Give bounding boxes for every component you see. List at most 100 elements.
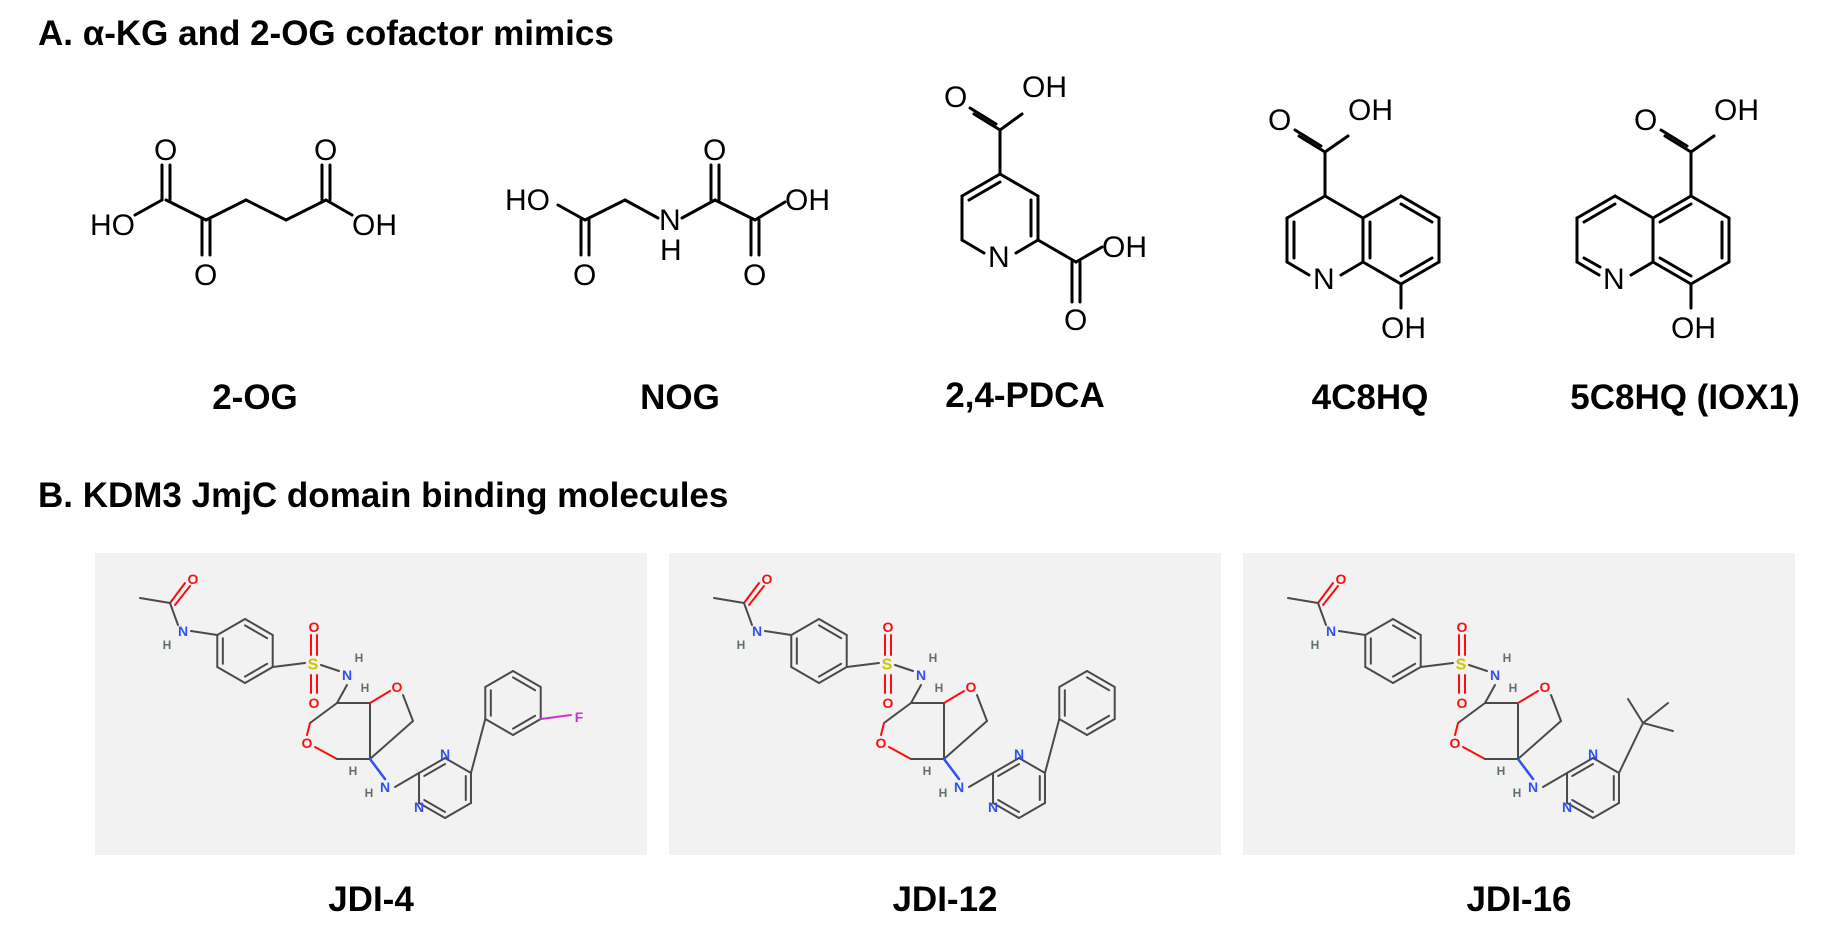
bond — [1392, 666, 1422, 684]
atom-label: H — [1513, 786, 1522, 800]
bond — [484, 718, 514, 736]
bond — [1419, 662, 1454, 668]
bond — [336, 684, 348, 704]
bond — [484, 670, 514, 688]
bond — [1571, 799, 1594, 813]
bond — [271, 662, 306, 668]
bond — [1392, 662, 1417, 678]
atom-label: N — [178, 623, 188, 639]
bond — [713, 597, 745, 604]
atom-label: O — [573, 259, 596, 292]
caption-2-4-pdca: 2,4-PDCA — [945, 376, 1105, 415]
atom-label: F — [575, 709, 584, 725]
bond — [1642, 702, 1669, 724]
atom-label: O — [1540, 679, 1551, 695]
bond — [369, 690, 391, 704]
bond — [1322, 585, 1339, 606]
atom-label: N — [1313, 263, 1335, 296]
bond — [1454, 722, 1459, 736]
bond — [139, 597, 171, 604]
atom-label: N — [380, 779, 390, 795]
atom-label: OH — [1022, 71, 1067, 104]
bond — [1592, 802, 1620, 819]
atom-label: O — [302, 735, 313, 751]
atom-label: O — [194, 259, 217, 292]
bond — [369, 720, 414, 760]
bond — [1517, 720, 1562, 760]
atom-label: N — [988, 799, 998, 815]
atom-label: N — [1326, 623, 1336, 639]
bond — [1517, 690, 1539, 704]
atom-label: O — [883, 619, 894, 635]
bond — [1392, 624, 1417, 640]
atom-label: S — [882, 657, 893, 674]
bond — [1058, 718, 1088, 736]
bond — [1462, 746, 1486, 760]
atom-label: N — [1603, 263, 1625, 296]
bond — [418, 802, 446, 819]
bond — [539, 714, 572, 720]
atom-label: N — [342, 667, 352, 683]
bond — [1364, 618, 1394, 636]
bond — [1550, 694, 1562, 722]
bond — [1058, 670, 1088, 688]
bond — [942, 757, 961, 781]
bond — [244, 666, 274, 684]
bond — [1086, 670, 1116, 688]
bond — [818, 662, 843, 678]
bond — [743, 582, 760, 604]
bond — [1617, 722, 1644, 774]
atom-label: N — [1562, 799, 1572, 815]
atom-label: OH — [352, 209, 397, 242]
atom-label: OH — [1381, 312, 1426, 345]
structure-5c8hq: O OH N OH — [1575, 94, 1759, 345]
bond — [1592, 757, 1620, 774]
atom-label: H — [163, 638, 172, 652]
bond — [216, 618, 246, 636]
bond — [1317, 602, 1327, 626]
bond — [314, 746, 338, 760]
atom-label: H — [1503, 651, 1512, 665]
caption-4c8hq: 4C8HQ — [1311, 378, 1429, 417]
bond — [997, 763, 1020, 777]
atom-label: O — [876, 735, 887, 751]
atom-label: O — [1336, 571, 1347, 587]
bond — [1457, 702, 1486, 724]
atom-label: OH — [1671, 312, 1716, 345]
atom-label: H — [660, 234, 682, 267]
atom-label: H — [939, 786, 948, 800]
structure-2-4-pdca: O OH N OH O — [944, 71, 1147, 337]
bond — [169, 602, 179, 626]
atom-label: H — [1497, 764, 1506, 778]
caption-jdi-4: JDI-4 — [328, 880, 414, 919]
bond — [512, 670, 542, 688]
bond — [423, 763, 446, 777]
bond — [244, 662, 269, 678]
bond — [244, 618, 274, 636]
bond — [976, 694, 988, 722]
bond — [845, 662, 880, 668]
caption-5c8hq: 5C8HQ (IOX1) — [1570, 378, 1800, 417]
caption-2og: 2-OG — [212, 378, 298, 417]
structure-4c8hq: O OH N OH — [1268, 94, 1441, 345]
atom-label: O — [309, 619, 320, 635]
bond — [1317, 582, 1334, 604]
bond — [894, 664, 914, 672]
atom-label: N — [440, 746, 450, 762]
bond — [1566, 802, 1594, 819]
bond — [244, 624, 269, 640]
bond — [368, 757, 387, 781]
bond — [943, 690, 965, 704]
atom-label: O — [762, 571, 773, 587]
bond — [444, 757, 472, 774]
bond — [992, 802, 1020, 819]
atom-label: O — [966, 679, 977, 695]
bond — [968, 772, 995, 788]
bond — [394, 772, 421, 788]
bond — [1627, 698, 1644, 724]
atom-label: H — [1509, 681, 1518, 695]
bond — [444, 802, 472, 819]
bond — [320, 664, 340, 672]
